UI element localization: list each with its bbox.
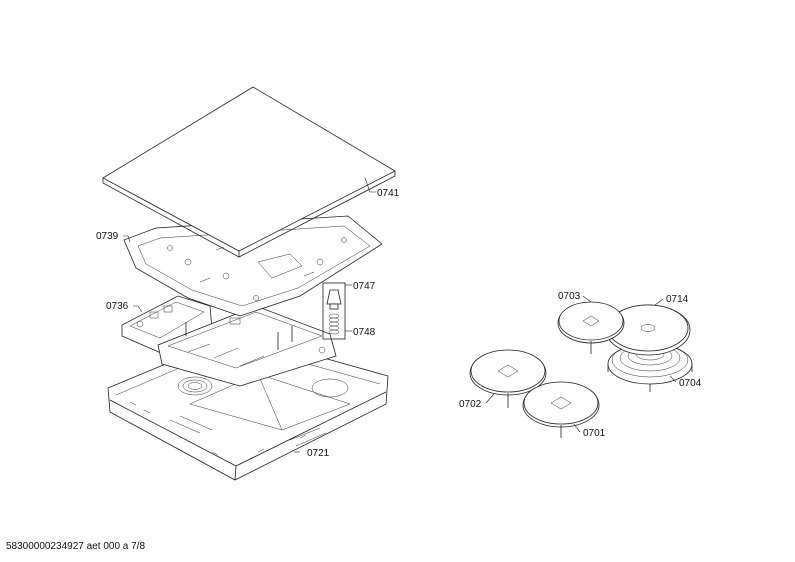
small-parts-group bbox=[322, 282, 346, 340]
callout-0703: 0703 bbox=[558, 291, 581, 302]
callout-0721: 0721 bbox=[307, 448, 330, 459]
heater-0701 bbox=[522, 381, 600, 438]
callout-0739: 0739 bbox=[96, 231, 119, 242]
leader-lines bbox=[123, 177, 677, 453]
callout-labels: 0741 0739 0736 0747 0748 0721 0703 0714 … bbox=[96, 188, 702, 459]
base-housing bbox=[107, 333, 389, 481]
callout-0741: 0741 bbox=[377, 188, 400, 199]
callout-0701: 0701 bbox=[583, 428, 606, 439]
callout-0702: 0702 bbox=[459, 399, 482, 410]
callout-0704: 0704 bbox=[679, 378, 702, 389]
callout-0736: 0736 bbox=[106, 301, 129, 312]
heater-0714 bbox=[605, 304, 691, 356]
heater-0703 bbox=[557, 301, 625, 354]
glass-ceramic-top bbox=[102, 86, 396, 258]
callout-0747: 0747 bbox=[353, 281, 376, 292]
heater-0704 bbox=[607, 342, 693, 392]
callout-0714: 0714 bbox=[666, 294, 689, 305]
callout-0748: 0748 bbox=[353, 327, 376, 338]
heater-0702 bbox=[469, 349, 547, 408]
document-reference: 58300000234927 aet 000 a 7/8 bbox=[6, 541, 146, 552]
